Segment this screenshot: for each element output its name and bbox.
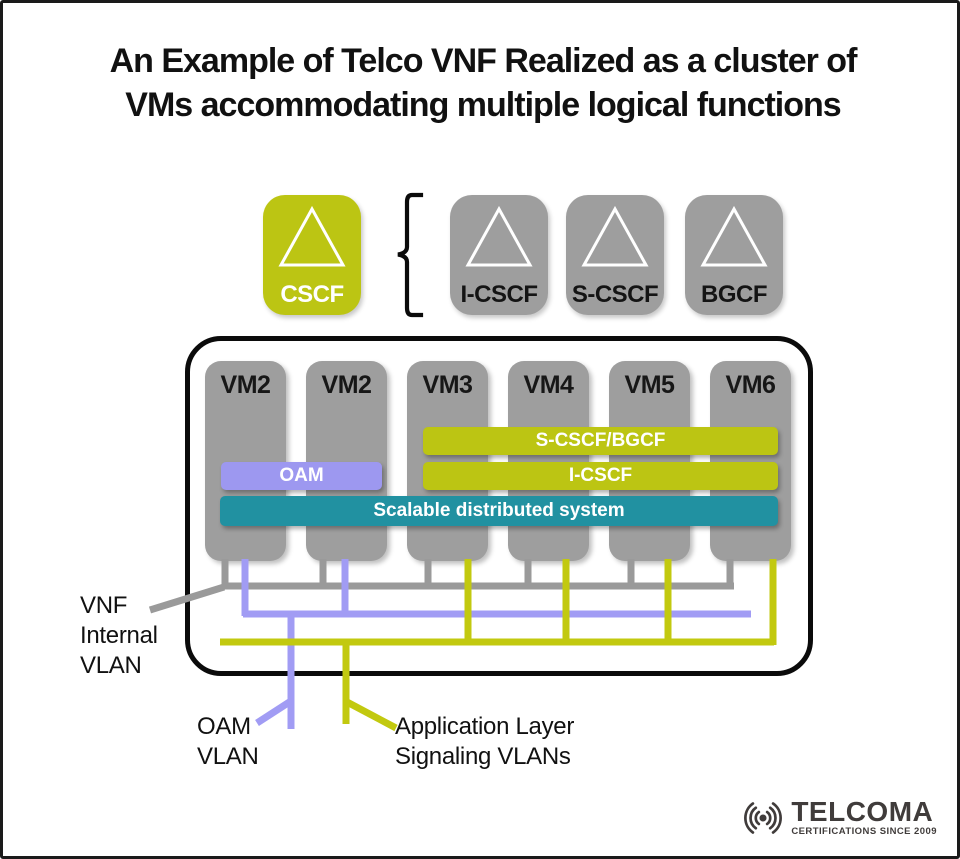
vm-label: VM5 [624, 371, 675, 399]
page-title: An Example of Telco VNF Realized as a cl… [109, 42, 858, 124]
scscf-card-label: S-CSCF [571, 281, 659, 308]
vm-label: VM3 [422, 371, 473, 399]
vm-label: VM2 [321, 371, 372, 399]
bar-scscf-bgcf: S-CSCF/BGCF [423, 427, 778, 455]
cscf-card-label: CSCF [280, 281, 344, 308]
cscf-card: CSCF [263, 195, 361, 315]
vnf-internal-vlan-label: VNF Internal VLAN [80, 592, 158, 679]
triangle-icon [278, 206, 346, 267]
vm-column-5: VM5 [609, 361, 690, 561]
bgcf-card: BGCF [685, 195, 783, 315]
oam-vlan-label: OAM VLAN [197, 713, 259, 770]
vm-label: VM6 [725, 371, 776, 399]
vm-column-4: VM4 [508, 361, 589, 561]
triangle-icon [700, 206, 768, 267]
bar-scalable-distributed-system: Scalable distributed system [220, 496, 778, 526]
logo-brand: TELCOMA [791, 796, 934, 827]
brace-icon [397, 192, 424, 318]
telcoma-logo: TELCOMA CERTIFICATIONS SINCE 2009 [738, 796, 937, 837]
app-signaling-vlans-label: Application Layer Signaling VLANs [395, 713, 575, 770]
vm-column-6: VM6 [710, 361, 791, 561]
vm-column-3: VM3 [407, 361, 488, 561]
logo-tagline: CERTIFICATIONS SINCE 2009 [791, 826, 937, 837]
radio-waves-icon [744, 802, 783, 834]
vm-column-2: VM2 [306, 361, 387, 561]
scscf-card: S-CSCF [566, 195, 664, 315]
bgcf-card-label: BGCF [701, 281, 768, 308]
triangle-icon [465, 206, 533, 267]
bar-icscf: I-CSCF [423, 462, 778, 490]
icscf-card: I-CSCF [450, 195, 548, 315]
vm-label: VM2 [220, 371, 271, 399]
bar-oam: OAM [221, 462, 382, 490]
vm-column-1: VM2 [205, 361, 286, 561]
triangle-icon [581, 206, 649, 267]
icscf-card-label: I-CSCF [460, 281, 539, 308]
vm-label: VM4 [523, 371, 574, 399]
